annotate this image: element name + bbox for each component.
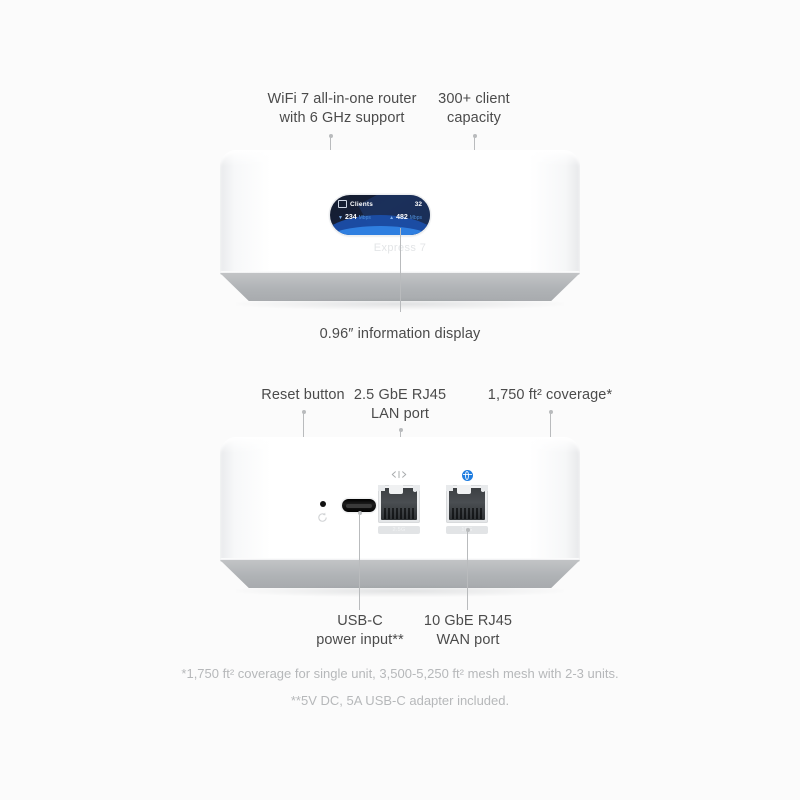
lan-port-led: [413, 488, 417, 492]
lan-port-speed-label: 2.5G: [378, 526, 420, 534]
callout-usbc-power: USB-C power input**: [316, 613, 404, 648]
reset-arrow-icon: [316, 511, 329, 524]
display-download-stat: ▼ 234 Mbps: [338, 214, 371, 221]
leader-wan: [465, 528, 470, 610]
display-clients-count: 32: [414, 200, 422, 208]
upload-arrow-icon: ▲: [389, 215, 395, 221]
callout-client-capacity: 300+ client capacity: [438, 91, 510, 126]
download-value: 234: [344, 214, 357, 221]
callout-wifi7: WiFi 7 all-in-one router with 6 GHz supp…: [267, 91, 417, 126]
leader-coverage: [548, 410, 553, 442]
reset-button[interactable]: [320, 501, 326, 507]
upload-value: 482: [396, 214, 408, 221]
display-clients-label: Clients: [350, 200, 374, 208]
footnote-coverage: *1,750 ft² coverage for single unit, 3,5…: [181, 666, 619, 681]
wan-rj45-port[interactable]: [446, 485, 488, 523]
leader-display: [400, 228, 401, 312]
wan-port-pins: [452, 508, 482, 519]
wan-port-tab-left: [446, 485, 453, 491]
router-rear-view: 2.5G 10G: [200, 437, 600, 597]
router-shadow-rear: [236, 585, 564, 597]
upload-unit: Mbps: [409, 215, 422, 221]
display-upload-stat: ▲ 482 Mbps: [389, 214, 422, 221]
leader-client-capacity: [472, 134, 477, 156]
globe-icon: [446, 470, 488, 483]
lan-arrows-icon: [378, 470, 420, 481]
router-base-rear: [220, 560, 580, 588]
leader-usbc: [357, 511, 362, 610]
display-wave-front: [330, 226, 430, 235]
download-unit: Mbps: [358, 215, 371, 221]
download-arrow-icon: ▼: [338, 215, 343, 221]
callout-lan-port: 2.5 GbE RJ45 LAN port: [353, 387, 447, 422]
device-model-name: Express 7: [373, 242, 427, 254]
information-display: Clients 32 ▼ 234 Mbps ▲ 482 Mbps: [330, 195, 430, 235]
globe-badge: [461, 470, 473, 481]
footnotes: *1,750 ft² coverage for single unit, 3,5…: [0, 660, 800, 714]
callout-wan-port: 10 GbE RJ45 WAN port: [423, 613, 513, 648]
footnote-adapter: **5V DC, 5A USB-C adapter included.: [290, 693, 510, 708]
callout-information-display: 0.96″ information display: [319, 326, 481, 342]
wan-port-notch: [457, 485, 471, 494]
leader-wifi7: [328, 134, 333, 156]
lan-port-notch: [389, 485, 403, 494]
usb-c-power-port[interactable]: [342, 499, 376, 512]
lan-port-tab-left: [378, 485, 385, 491]
wan-port-led: [481, 488, 485, 492]
callout-reset-button: Reset button: [261, 387, 345, 403]
monitor-icon: [338, 200, 347, 208]
display-throughput-row: ▼ 234 Mbps ▲ 482 Mbps: [330, 214, 430, 221]
display-clients-row: Clients 32: [330, 200, 430, 208]
callout-coverage: 1,750 ft² coverage*: [487, 387, 613, 403]
lan-port-pins: [384, 508, 414, 519]
lan-rj45-port[interactable]: [378, 485, 420, 523]
